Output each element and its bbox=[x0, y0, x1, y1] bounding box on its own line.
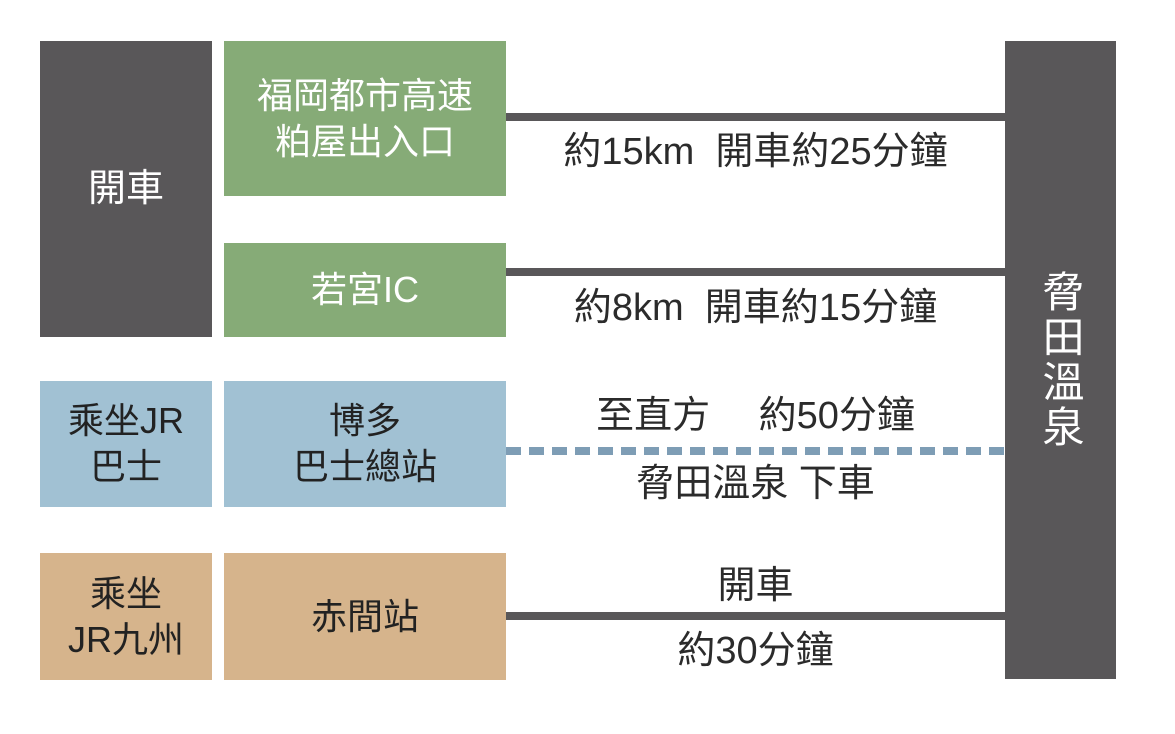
station-label-fukuoka-expressway-kasuya: 福岡都市高速 粕屋出入口 bbox=[256, 74, 473, 162]
route-info-kyushu-below: 約30分鐘 bbox=[677, 630, 834, 672]
station-box-hakata-bus-terminal: 博多 巴士總站 bbox=[224, 381, 506, 507]
destination-bar: 脅田溫泉 bbox=[1005, 41, 1116, 679]
route-line-bus-dashed bbox=[506, 447, 1005, 455]
mode-box-drive: 開車 bbox=[40, 41, 212, 337]
mode-box-jr-kyushu: 乘坐 JR九州 bbox=[40, 553, 212, 680]
mode-label-jr-kyushu: 乘坐 JR九州 bbox=[68, 572, 184, 660]
station-label-hakata-bus-terminal: 博多 巴士總站 bbox=[292, 400, 437, 487]
mode-box-jr-bus: 乘坐JR 巴士 bbox=[40, 381, 212, 507]
route-info-expressway: 約15km 開車約25分鐘 bbox=[563, 131, 948, 173]
station-label-wakamiya-ic: 若宮IC bbox=[310, 269, 419, 310]
route-line-ic bbox=[506, 268, 1005, 276]
route-line-expressway bbox=[506, 113, 1005, 121]
station-box-fukuoka-expressway-kasuya: 福岡都市高速 粕屋出入口 bbox=[224, 41, 506, 196]
route-info-kyushu-above: 開車 bbox=[717, 565, 794, 607]
station-box-akama-station: 赤間站 bbox=[224, 553, 506, 680]
route-line-kyushu bbox=[506, 612, 1005, 620]
destination-label: 脅田溫泉 bbox=[1037, 270, 1084, 450]
route-info-bus-above: 至直方 約50分鐘 bbox=[596, 395, 915, 437]
mode-label-jr-bus: 乘坐JR 巴士 bbox=[68, 400, 184, 487]
station-box-wakamiya-ic: 若宮IC bbox=[224, 243, 506, 337]
route-info-ic: 約8km 開車約15分鐘 bbox=[573, 287, 938, 329]
mode-label-drive: 開車 bbox=[87, 168, 164, 210]
route-info-bus-below: 脅田溫泉 下車 bbox=[636, 463, 875, 505]
station-label-akama-station: 赤間站 bbox=[310, 595, 419, 637]
